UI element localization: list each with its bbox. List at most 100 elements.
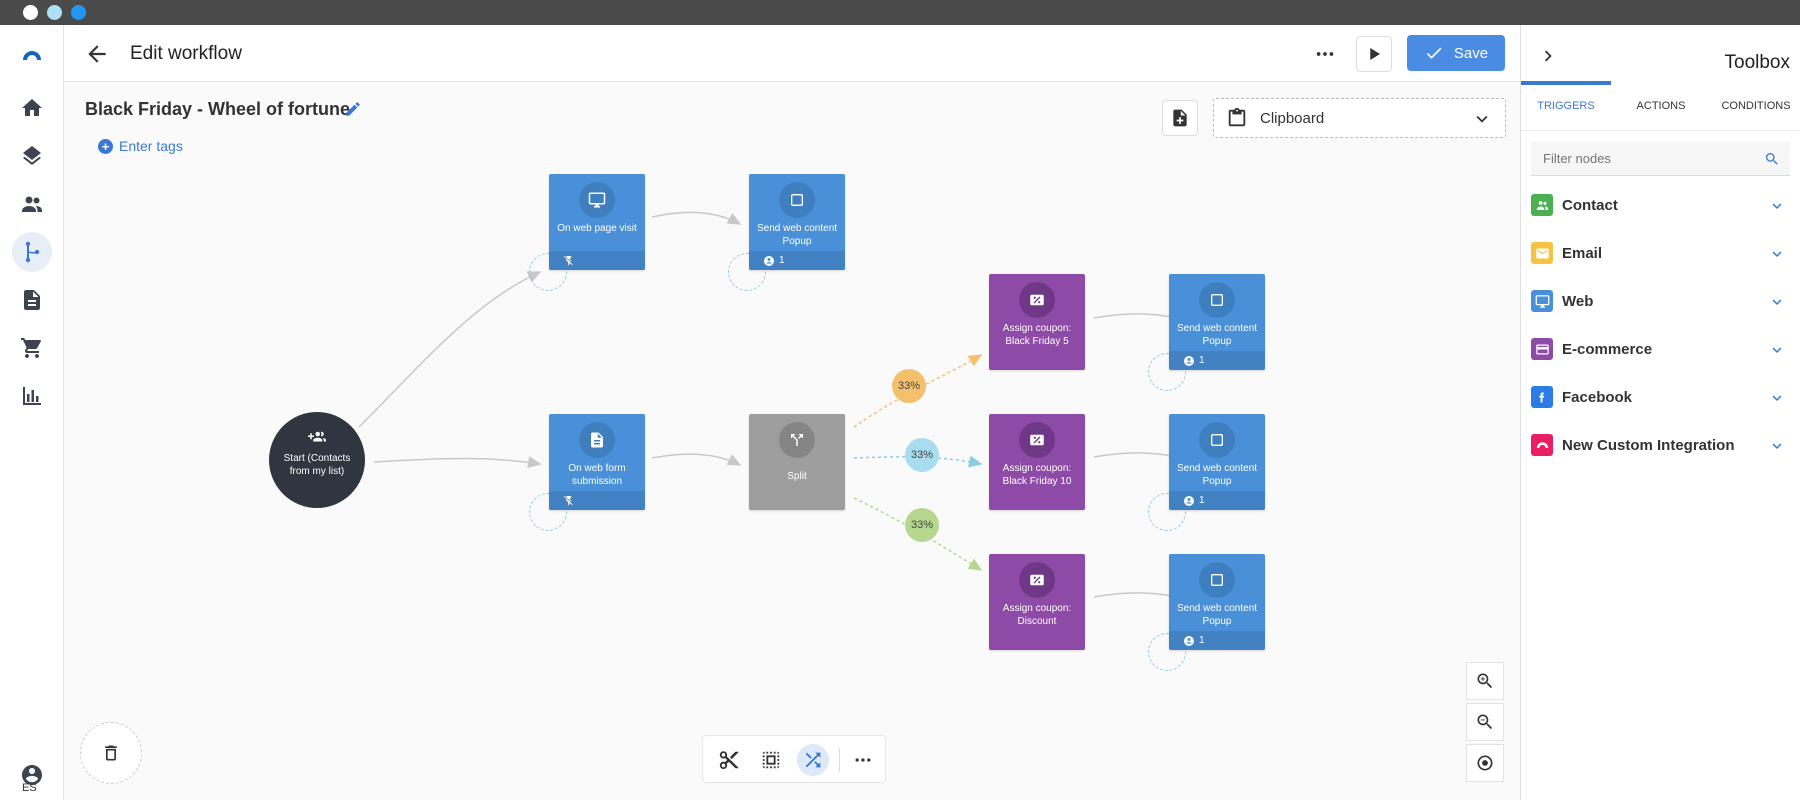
filter-nodes-input[interactable]	[1531, 142, 1756, 175]
action-node-assign-coupon-bf10[interactable]: Assign coupon: Black Friday 10	[989, 414, 1085, 510]
scissors-icon[interactable]	[713, 744, 745, 776]
category-label: E-commerce	[1562, 340, 1653, 358]
collapse-toolbox-icon[interactable]	[1537, 45, 1559, 72]
profile-avatar-icon[interactable]	[10, 755, 54, 795]
workflow-icon[interactable]	[12, 232, 52, 272]
category-label: Web	[1562, 292, 1594, 310]
node-label: Assign coupon: Black Friday 5	[1002, 323, 1072, 347]
chart-icon[interactable]	[10, 376, 54, 416]
chevron-down-icon	[1476, 115, 1488, 123]
add-note-button[interactable]	[1162, 100, 1198, 136]
back-arrow-icon[interactable]	[84, 41, 110, 67]
clipboard-icon	[1228, 107, 1246, 127]
monitor-icon	[579, 182, 615, 218]
trigger-node-web-form-submission[interactable]: On web form submission	[549, 414, 645, 510]
cart-icon[interactable]	[10, 328, 54, 368]
tab-actions[interactable]: ACTIONS	[1636, 100, 1686, 112]
note-add-icon	[1173, 109, 1187, 127]
node-contact-count: 1	[779, 255, 785, 266]
node-loop-indicator	[529, 253, 567, 291]
layers-icon[interactable]	[10, 136, 54, 176]
user-count-icon	[1184, 355, 1194, 366]
contacts-icon	[1531, 194, 1553, 216]
tab-conditions[interactable]: CONDITIONS	[1721, 100, 1791, 112]
node-label: Send web content Popup	[1176, 603, 1258, 627]
toolbox-title: Toolbox	[1724, 52, 1791, 73]
node-label: Send web content Popup	[1176, 463, 1258, 487]
action-node-send-web-content[interactable]: Send web content Popup 1	[1169, 554, 1265, 650]
condition-node-split[interactable]: Split	[749, 414, 845, 510]
credit-card-icon	[1531, 338, 1553, 360]
workflow-canvas[interactable]: Black Friday - Wheel of fortune + Enter …	[64, 82, 1520, 800]
node-footer: 1	[1169, 631, 1265, 650]
node-loop-indicator	[1148, 353, 1186, 391]
monitor-icon	[1531, 290, 1553, 312]
edit-pencil-icon[interactable]	[344, 100, 364, 120]
category-new-custom-integration[interactable]: New Custom Integration	[1531, 425, 1790, 465]
save-button-label: Save	[1453, 44, 1489, 62]
shuffle-icon[interactable]	[797, 744, 829, 776]
category-label: Email	[1562, 244, 1603, 262]
clipboard-dropdown[interactable]: Clipboard	[1213, 98, 1506, 138]
window-maximize-dot[interactable]	[71, 5, 86, 20]
profile-label: ES	[22, 782, 37, 794]
node-footer	[549, 491, 645, 510]
node-contact-count: 1	[1199, 495, 1205, 506]
node-contact-count: 1	[1199, 355, 1205, 366]
toolbar-more-icon[interactable]	[847, 744, 879, 776]
more-options-icon[interactable]	[1312, 41, 1338, 67]
coupon-icon	[1019, 282, 1055, 318]
node-footer: 1	[1169, 491, 1265, 510]
zoom-in-icon[interactable]	[1466, 662, 1504, 700]
action-node-send-web-content[interactable]: Send web content Popup 1	[1169, 274, 1265, 370]
split-arrows-icon	[779, 422, 815, 458]
edge-start-to-web-visit	[358, 271, 542, 428]
clipboard-label: Clipboard	[1260, 109, 1325, 127]
category-label: Facebook	[1562, 388, 1633, 406]
action-node-send-web-content[interactable]: Send web content Popup 1	[1169, 414, 1265, 510]
home-icon[interactable]	[10, 88, 54, 128]
category-facebook[interactable]: Facebook	[1531, 377, 1790, 417]
recenter-icon[interactable]	[1466, 744, 1504, 782]
user-count-icon	[1184, 495, 1194, 506]
save-button[interactable]: Save	[1407, 35, 1505, 71]
coupon-icon	[1019, 422, 1055, 458]
node-footer	[549, 251, 645, 270]
category-email[interactable]: Email	[1531, 233, 1790, 273]
filter-nodes-field	[1531, 142, 1790, 176]
tab-triggers[interactable]: TRIGGERS	[1521, 81, 1611, 131]
chevron-down-icon	[1772, 251, 1782, 257]
delete-drop-zone[interactable]	[80, 722, 142, 784]
start-node[interactable]: Start (Contacts from my list)	[269, 412, 365, 508]
user-count-icon	[1184, 635, 1194, 646]
window-titlebar	[0, 0, 1800, 25]
search-icon[interactable]	[1764, 151, 1780, 167]
node-label: Assign coupon: Discount	[1002, 603, 1072, 627]
play-icon	[1370, 48, 1380, 60]
select-area-icon[interactable]	[755, 744, 787, 776]
action-node-assign-coupon-bf5[interactable]: Assign coupon: Black Friday 5	[989, 274, 1085, 370]
node-loop-indicator	[529, 493, 567, 531]
document-icon[interactable]	[10, 280, 54, 320]
form-document-icon	[579, 422, 615, 458]
category-web[interactable]: Web	[1531, 281, 1790, 321]
logo-icon[interactable]	[10, 37, 54, 77]
contacts-icon[interactable]	[10, 184, 54, 224]
left-navigation	[0, 25, 64, 800]
split-percentage-badge: 33%	[905, 508, 939, 542]
node-label: Split	[787, 471, 807, 482]
chevron-down-icon	[1772, 395, 1782, 401]
window-minimize-dot[interactable]	[47, 5, 62, 20]
toolbar-divider	[839, 748, 840, 772]
edge-split-to-coupon-discount	[853, 497, 983, 571]
category-contact[interactable]: Contact	[1531, 185, 1790, 225]
run-workflow-button[interactable]	[1356, 36, 1392, 72]
enter-tags-button[interactable]: + Enter tags	[98, 138, 183, 154]
window-close-dot[interactable]	[23, 5, 38, 20]
category-ecommerce[interactable]: E-commerce	[1531, 329, 1790, 369]
zoom-out-icon[interactable]	[1466, 703, 1504, 741]
action-node-assign-coupon-discount[interactable]: Assign coupon: Discount	[989, 554, 1085, 650]
trigger-node-web-page-visit[interactable]: On web page visit	[549, 174, 645, 270]
action-node-send-web-content[interactable]: Send web content Popup 1	[749, 174, 845, 270]
node-loop-indicator	[728, 253, 766, 291]
